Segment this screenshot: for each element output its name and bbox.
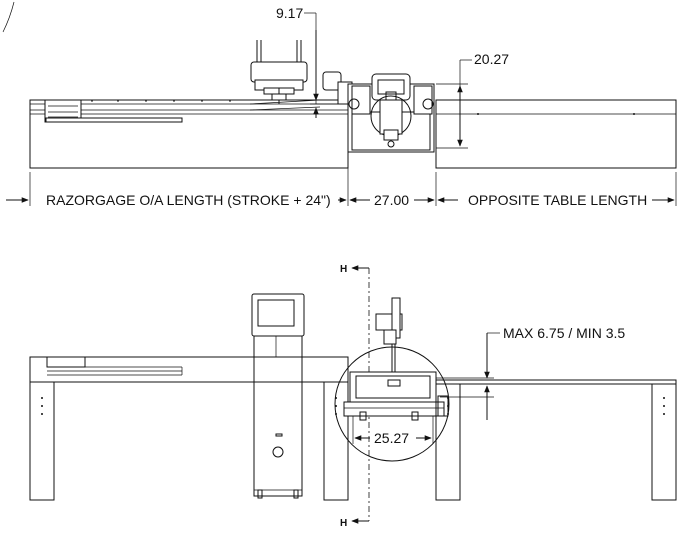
dim-top-height: 9.17 bbox=[276, 5, 340, 118]
dim-throat-width: 25.27 bbox=[352, 416, 434, 446]
corner-arc bbox=[2, 1, 15, 33]
left-legs bbox=[29, 381, 349, 501]
dim-throat-width-label: 25.27 bbox=[374, 430, 409, 446]
controller-front bbox=[251, 293, 305, 499]
left-table-top bbox=[29, 356, 349, 383]
dim-saw-width-label: 27.00 bbox=[374, 192, 409, 208]
section-mark-bottom: H bbox=[340, 518, 347, 529]
front-view: H H bbox=[29, 264, 677, 529]
dim-length-row: RAZORGAGE O/A LENGTH (STROKE + 24") 27.0… bbox=[6, 156, 677, 208]
dim-right-height-label: 20.27 bbox=[474, 51, 509, 67]
dim-max-min-label: MAX 6.75 / MIN 3.5 bbox=[503, 325, 625, 341]
opposite-table bbox=[435, 99, 677, 169]
dim-opposite-table-label: OPPOSITE TABLE LENGTH bbox=[468, 192, 647, 208]
section-mark-top: H bbox=[340, 264, 347, 275]
top-view: 9.17 20.27 RAZORGAGE O/A LENGTH (STRO bbox=[2, 1, 677, 208]
right-legs bbox=[435, 383, 677, 501]
rail-dots bbox=[91, 100, 231, 102]
front-gage-carriage bbox=[46, 356, 86, 368]
dim-max-min: MAX 6.75 / MIN 3.5 bbox=[436, 325, 625, 420]
dim-right-height: 20.27 bbox=[436, 51, 509, 149]
saw-assembly-front bbox=[343, 297, 449, 421]
dim-razorgage-length-label: RAZORGAGE O/A LENGTH (STROKE + 24") bbox=[46, 192, 331, 208]
right-table-top bbox=[435, 379, 677, 385]
dim-top-height-label: 9.17 bbox=[276, 5, 303, 21]
saw-station-top bbox=[347, 73, 435, 153]
gage-rail bbox=[45, 117, 183, 123]
controller-top bbox=[250, 40, 308, 104]
